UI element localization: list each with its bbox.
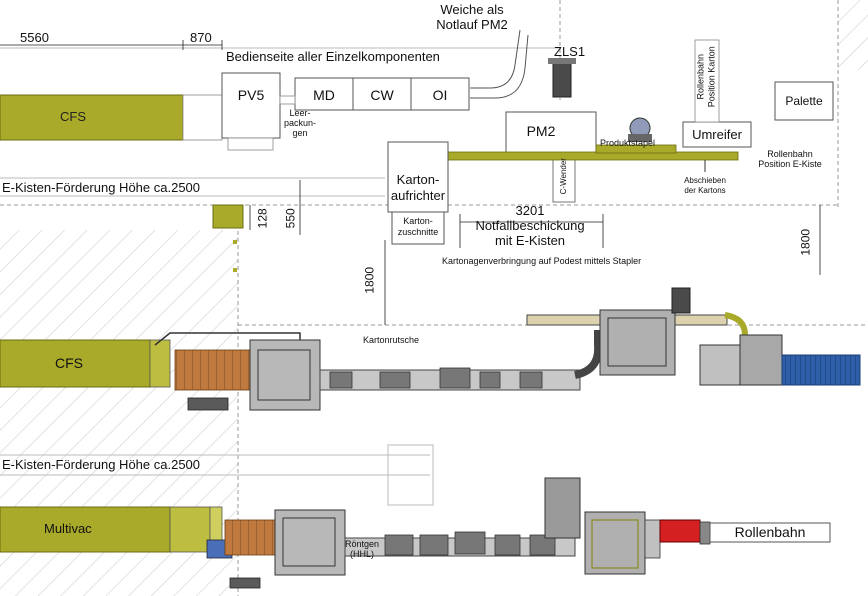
c-turner-label: C-Wender [558,158,568,195]
empty-packaging-label-2: packun- [283,118,317,128]
emergency-diverter-title-2: Notlauf PM2 [436,17,508,32]
bottom-tower [544,477,581,539]
zls1-label: ZLS1 [554,44,586,59]
dimension-3201: 3201 [515,203,545,218]
roller-conveyor-box [709,522,831,543]
roller-conveyor-label: Rollenbahn [734,524,806,540]
pv5-box [221,72,281,139]
push-off-label-1: Abschieben [684,176,726,185]
md-label: MD [313,87,335,103]
roller-ekiste-label-2: Position E-Kiste [758,159,822,169]
cfs-top-label: CFS [60,109,86,124]
zls1-machine [552,61,572,98]
carton-erector-box [387,141,449,213]
ekisten-conveyor-bottom-label: E-Kisten-Förderung Höhe ca.2500 [2,457,201,472]
empty-packaging-label-1: Leer- [289,108,311,118]
oi-box [410,77,470,111]
oi-label: OI [432,87,448,103]
olive-conveyor-top [447,151,739,161]
pm2-label: PM2 [526,123,556,139]
middle-machine-pm2 [599,309,676,376]
dimension-1800-right: 1800 [798,228,813,256]
pv5-label: PV5 [237,87,265,103]
dimension-550: 550 [283,208,298,229]
product-stack-label: Produktstapel [600,138,656,148]
empty-packaging-label-3: gen [292,128,308,138]
push-off-label-2: der Kartons [684,186,726,195]
ekiste-small-block [212,204,244,229]
bottom-machine-1 [274,509,346,576]
dimension-5560: 5560 [20,30,49,45]
red-strapping-unit [659,519,701,543]
hatched-area-top-right [838,0,868,70]
dimension-128: 128 [255,208,270,229]
emergency-diverter-title-1: Weiche als [440,2,504,17]
roller-carton-label-1: Rollenbahn [695,53,706,100]
emergency-feed-label-2: mit E-Kisten [494,233,566,248]
cfs-middle-label: CFS [55,355,83,371]
pm2-box [505,111,597,158]
cfs-middle-block [0,339,151,388]
operator-side-label: Bedienseite aller Einzelkomponenten [226,49,440,64]
cw-label: CW [370,87,394,103]
cfs-top-block [0,94,184,141]
dimension-870: 870 [190,30,212,45]
middle-machine-1 [249,339,321,411]
umreifer-label: Umreifer [692,127,742,142]
roller-ekiste-label-1: Rollenbahn [767,149,813,159]
emergency-feed-label-1: Notfallbeschickung [475,218,585,233]
carton-supply-label: Kartonagenverbringung auf Podest mittels… [442,256,642,266]
multivac-label: Multivac [44,521,92,536]
ekisten-conveyor-top-label: E-Kisten-Förderung Höhe ca.2500 [2,180,201,195]
palette-label: Palette [785,94,823,108]
carton-erector-label-1: Karton- [396,172,440,187]
carton-erector-label-2: aufrichter [390,188,446,203]
xray-label-1: Röntgen [344,539,380,549]
blue-pallet-stack [781,354,861,386]
dimension-1800-middle: 1800 [362,266,377,294]
palletizer-middle [739,334,783,386]
palette-box [774,81,834,121]
carton-chute-label: Kartonrutsche [363,335,420,345]
bottom-machine-2 [584,511,646,575]
cw-box [352,77,412,111]
carton-blanks-label-2: zuschnitte [397,227,439,237]
xray-label-2: (HHL) [350,549,374,559]
carton-blanks-label-1: Karton- [403,216,433,226]
roller-carton-label-2: Position Karton [706,46,717,108]
